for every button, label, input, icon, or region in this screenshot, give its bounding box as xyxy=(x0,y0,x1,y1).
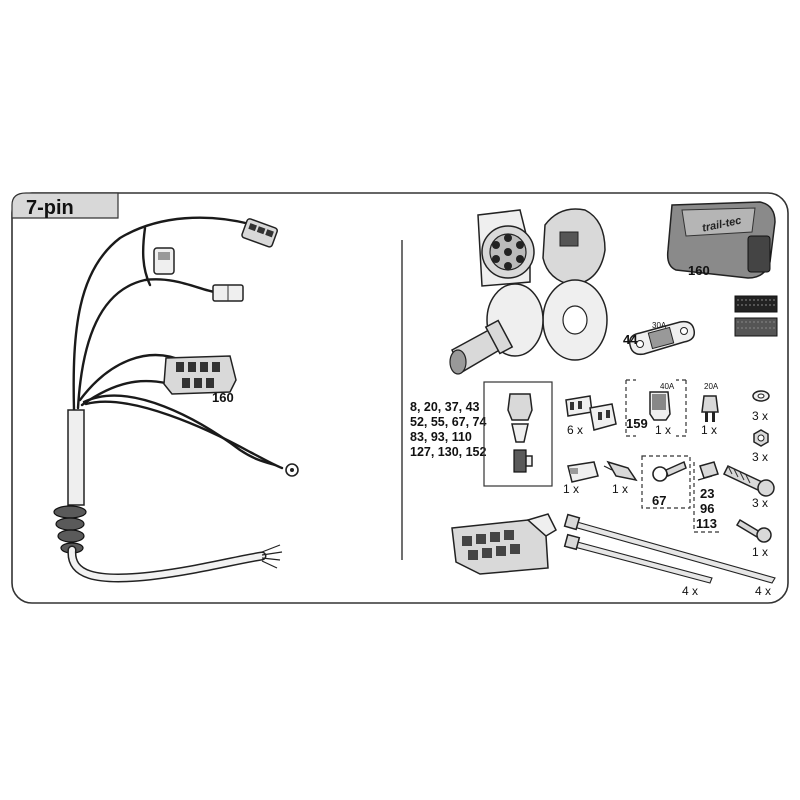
ring-terminal-label: 67 xyxy=(652,493,666,508)
terminals-group xyxy=(693,461,722,533)
bolt-qty: 3 x xyxy=(752,496,768,510)
trailtec-module: trail-tec xyxy=(666,201,776,279)
connector-terminal-b xyxy=(603,460,638,482)
connector-qty-a: 1 x xyxy=(563,482,579,496)
module-label: 160 xyxy=(688,263,710,278)
harness-connector-flat xyxy=(212,284,244,302)
cable-tie-a xyxy=(563,513,776,584)
fuse-holder-44 xyxy=(628,320,696,356)
fuse-group-label: 159 xyxy=(626,416,648,431)
vehicle-specific-parts-box xyxy=(483,381,553,487)
fuse-group-box xyxy=(625,379,687,437)
title-tab: 7-pin xyxy=(11,192,119,219)
connector-qty-b: 1 x xyxy=(612,482,628,496)
fuse-30a-label: 30A xyxy=(652,321,667,330)
cable-tie-qty-b: 4 x xyxy=(755,584,771,598)
vehicle-code-list: 8, 20, 37, 43 52, 55, 67, 74 83, 93, 110… xyxy=(410,400,487,459)
cable-tie-b xyxy=(563,533,713,584)
nut-qty: 3 x xyxy=(752,450,768,464)
vehicle-code-line: 127, 130, 152 xyxy=(410,445,487,459)
terminal-label: 23 xyxy=(700,486,714,501)
washer-qty: 3 x xyxy=(752,409,768,423)
fuse-group-qty: 1 x xyxy=(655,423,671,437)
bolt xyxy=(722,465,775,497)
velcro-strips xyxy=(734,295,778,337)
screw-qty: 1 x xyxy=(752,545,768,559)
harness-connector-small xyxy=(153,247,175,275)
harness-connector-top xyxy=(241,218,278,248)
fuse-20a-label: 20A xyxy=(704,382,719,391)
harness-module-label: 160 xyxy=(212,390,234,405)
terminal-label: 113 xyxy=(696,516,717,531)
socket-7pin xyxy=(477,209,535,287)
harness-connector-multipin xyxy=(163,355,237,395)
terminal-label: 96 xyxy=(700,501,714,516)
cable-tie-qty-a: 4 x xyxy=(682,584,698,598)
fuse-holder-label: 44 xyxy=(623,332,638,347)
connector-housing-a xyxy=(567,461,599,483)
socket-rear-gland xyxy=(449,283,544,375)
vehicle-code-line: 83, 93, 110 xyxy=(410,430,472,444)
fuse-20a xyxy=(701,395,719,422)
socket-gasket xyxy=(542,279,608,361)
relay-parts xyxy=(565,395,617,431)
screw xyxy=(735,518,772,543)
fuse-20a-qty: 1 x xyxy=(701,423,717,437)
vehicle-code-line: 52, 55, 67, 74 xyxy=(410,415,487,429)
relay-qty: 6 x xyxy=(567,423,583,437)
fuse-40a-label: 40A xyxy=(660,382,675,391)
large-connector-housing xyxy=(451,513,557,575)
washer xyxy=(752,390,770,402)
socket-cover xyxy=(542,208,606,286)
ring-terminal-group xyxy=(641,455,691,509)
vehicle-code-line: 8, 20, 37, 43 xyxy=(410,400,480,414)
title-label: 7-pin xyxy=(26,197,74,219)
harness-ring-terminal xyxy=(285,463,299,477)
wiring-harness: 160 xyxy=(53,216,299,583)
nut xyxy=(753,429,769,447)
